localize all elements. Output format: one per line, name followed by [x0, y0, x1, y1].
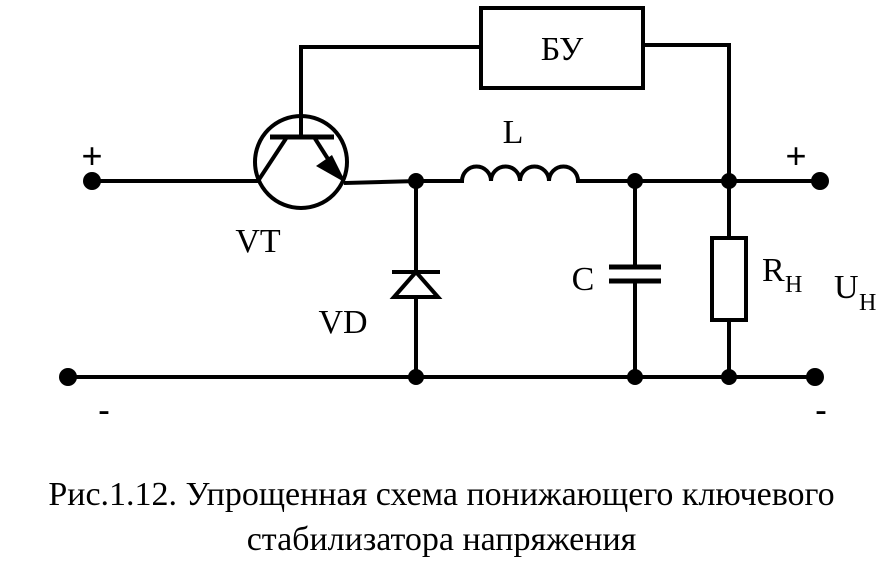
terminal-input-minus: [59, 368, 77, 386]
load-label: R: [762, 252, 785, 289]
input-minus-sign: -: [98, 389, 110, 430]
node-cap-bottom: [627, 369, 643, 385]
terminal-output-plus: [811, 172, 829, 190]
control-block-label: БУ: [541, 31, 584, 68]
capacitor-c: [609, 264, 661, 284]
output-voltage-label: U: [834, 269, 859, 306]
figure-caption-line-2: стабилизатора напряжения: [246, 521, 637, 558]
output-voltage-subscript: Н: [859, 290, 876, 316]
node-load-bottom: [721, 369, 737, 385]
figure-caption-line-1: Рис.1.12. Упрощенная схема понижающего к…: [48, 476, 835, 513]
terminal-input-plus: [83, 172, 101, 190]
diode-label: VD: [318, 304, 367, 341]
transistor-label: VT: [235, 223, 281, 260]
inductor-label: L: [503, 114, 524, 151]
control-block: [479, 6, 645, 90]
transistor-vt: [253, 114, 349, 210]
node-diode-bottom: [408, 369, 424, 385]
transistor-emitter-arrow: [316, 155, 346, 183]
node-load-top: [721, 173, 737, 189]
node-cap-top: [627, 173, 643, 189]
capacitor-label: C: [572, 261, 595, 298]
load-label-subscript: Н: [785, 272, 802, 298]
terminal-output-minus: [806, 368, 824, 386]
diode-vd: [389, 268, 443, 299]
node-diode-top: [408, 173, 424, 189]
wire-emitter-node: [343, 178, 419, 186]
output-plus-sign: +: [785, 135, 806, 176]
inductor-l: [460, 164, 580, 182]
load-resistor: [710, 236, 748, 322]
input-plus-sign: +: [81, 135, 102, 176]
output-minus-sign: -: [815, 389, 827, 430]
